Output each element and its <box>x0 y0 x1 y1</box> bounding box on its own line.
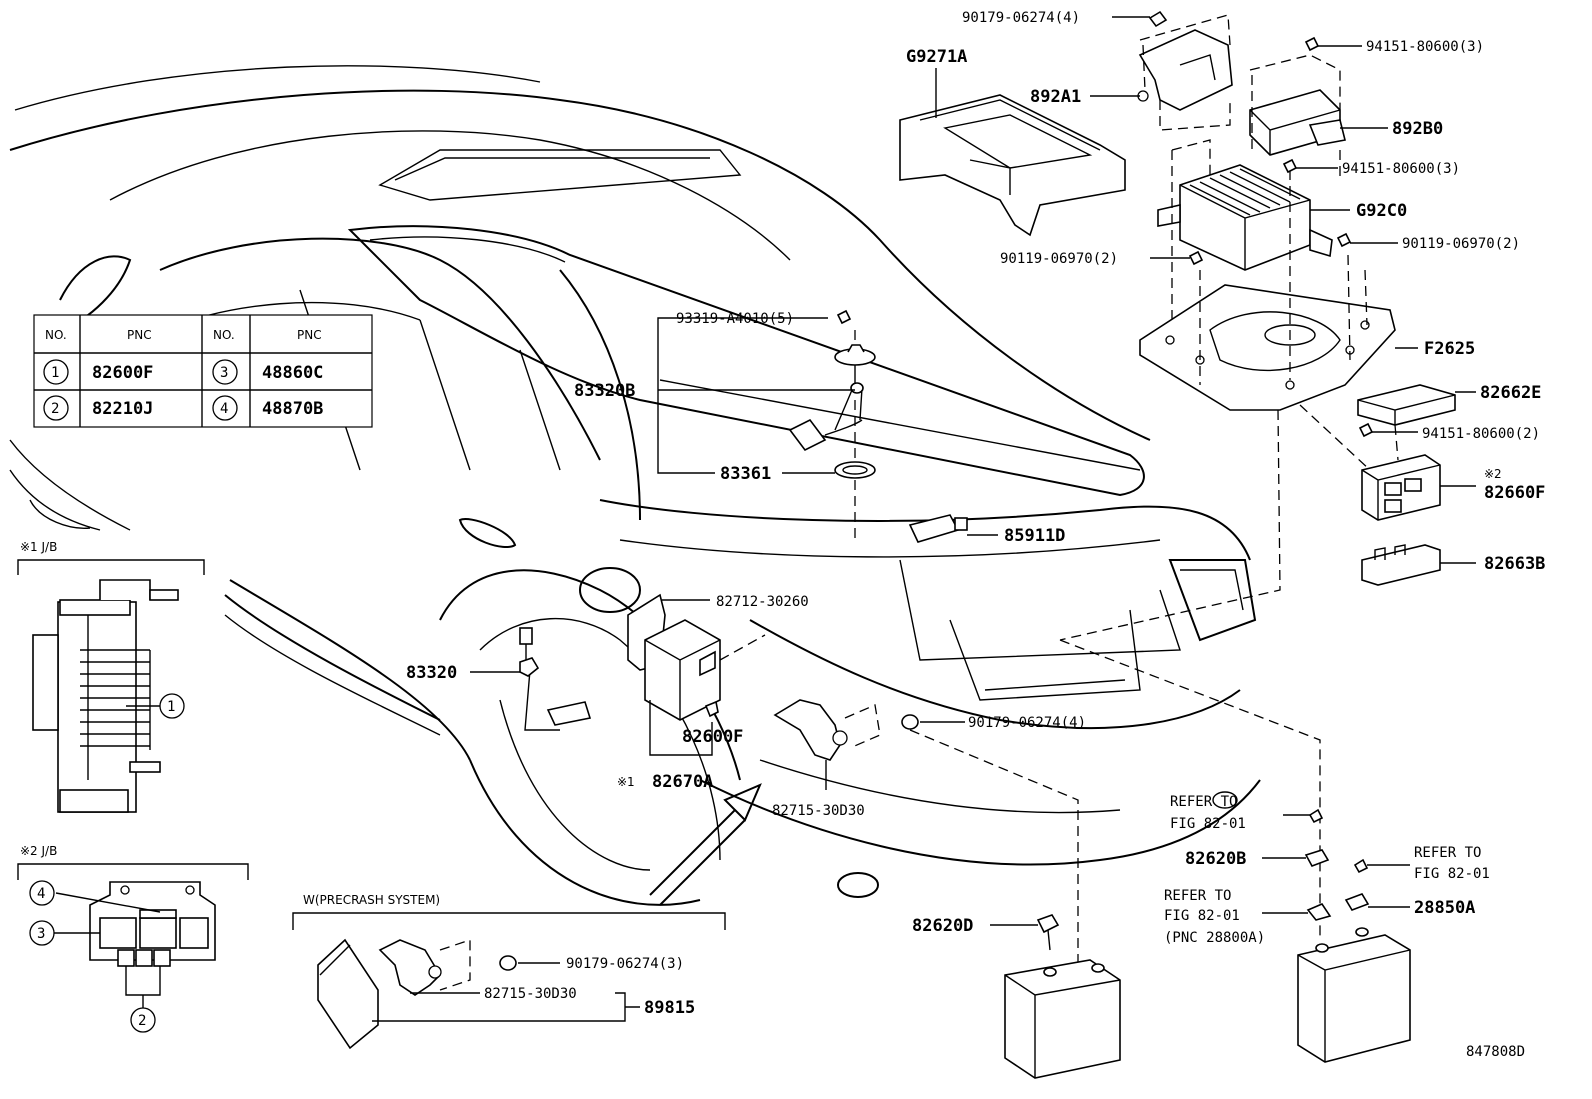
label-refer3-line3: (PNC 28800A) <box>1164 930 1265 946</box>
part-90179-nut-mid <box>901 714 919 730</box>
label-82715-30d30-mid: 82715-30D30 <box>772 803 865 819</box>
label-82715-30d30-bot: 82715-30D30 <box>484 986 577 1002</box>
label-90119-06970-right: 90119-06970(2) <box>1402 236 1520 252</box>
label-83361: 83361 <box>720 464 771 484</box>
label-g92c0: G92C0 <box>1356 201 1407 221</box>
table-row2-no-b: 4 <box>220 401 228 417</box>
jb2-title: ※2 J/B <box>20 844 57 858</box>
jb1-title: ※1 J/B <box>20 540 57 554</box>
label-82662e: 82662E <box>1480 383 1541 403</box>
leader-dashes-right <box>1059 404 1399 641</box>
label-82660f-marker: ※2 <box>1484 467 1502 481</box>
table-header-no-a: NO. <box>45 328 67 342</box>
label-refer3-line2: FIG 82-01 <box>1164 908 1240 924</box>
fasteners <box>836 10 1374 438</box>
label-82663b: 82663B <box>1484 554 1545 574</box>
label-90179-06274-bot: 90179-06274(3) <box>566 956 684 972</box>
part-83361-gasket <box>834 461 876 479</box>
part-28850a-terminal <box>1306 893 1370 921</box>
table-row1-no-a: 1 <box>51 365 59 381</box>
part-labels: 90179-06274(4) G9271A 892A1 94151-80600(… <box>406 10 1545 1060</box>
label-85911d: 85911D <box>1004 526 1065 546</box>
label-83320: 83320 <box>406 663 457 683</box>
label-refer2-line1: REFER TO <box>1414 845 1481 861</box>
part-82670a-ecu <box>627 593 766 721</box>
part-small-nut-refer2 <box>1353 858 1369 874</box>
table-header-pnc-b: PNC <box>297 328 322 342</box>
part-82663b-lower-cover <box>1361 544 1441 586</box>
label-82600f: 82600F <box>682 727 743 747</box>
label-g9271a: G9271A <box>906 47 967 67</box>
leader-dashes-battery <box>909 639 1321 975</box>
label-94151-80600-b: 94151-80600(3) <box>1342 161 1460 177</box>
jb2-callout-3: 3 <box>37 926 45 942</box>
part-g9271a-tray <box>899 94 1126 237</box>
part-82620b-clamp <box>1304 849 1330 867</box>
table-row1-pnc-b: 48860C <box>262 363 323 383</box>
part-f2625-panel <box>1139 170 1396 411</box>
part-83320-sender <box>519 627 592 731</box>
label-82712-30260: 82712-30260 <box>716 594 809 610</box>
pnc-table: NO. PNC NO. PNC 1 82600F 3 48860C 2 8221… <box>33 314 373 428</box>
battery-right <box>1297 927 1411 1063</box>
table-row1-pnc-a: 82600F <box>92 363 153 383</box>
label-90119-06970-left: 90119-06970(2) <box>1000 251 1118 267</box>
car-body-outline <box>9 65 1261 906</box>
table-header-pnc-a: PNC <box>127 328 152 342</box>
part-892a1-bracket <box>1137 14 1233 131</box>
battery-left <box>1004 959 1121 1079</box>
label-refer3-line1: REFER TO <box>1164 888 1231 904</box>
table-row2-no-a: 2 <box>51 401 59 417</box>
label-89815: 89815 <box>644 998 695 1018</box>
label-82620b: 82620B <box>1185 849 1246 869</box>
part-892b0-module <box>1249 54 1346 156</box>
label-refer1-line1: REFER TO <box>1170 794 1237 810</box>
label-892a1: 892A1 <box>1030 87 1081 107</box>
part-small-nut-refer1 <box>1308 808 1324 824</box>
label-892b0: 892B0 <box>1392 119 1443 139</box>
precrash-title: W(PRECRASH SYSTEM) <box>303 893 440 907</box>
label-94151-80600-c: 94151-80600(2) <box>1422 426 1540 442</box>
label-28850a: 28850A <box>1414 898 1475 918</box>
table-row2-pnc-a: 82210J <box>92 399 153 419</box>
table-row1-no-b: 3 <box>220 365 228 381</box>
junction-block-2: ※2 J/B 4 3 2 <box>17 844 249 1033</box>
precrash-system-box: W(PRECRASH SYSTEM) <box>292 893 726 1050</box>
pnc-table-frame <box>33 314 373 428</box>
jb2-callout-4: 4 <box>37 886 45 902</box>
label-82660f: 82660F <box>1484 483 1545 503</box>
label-93319-a4010: 93319-A4010(5) <box>676 311 794 327</box>
part-82600f-relay <box>704 700 719 718</box>
label-refer1-line2: FIG 82-01 <box>1170 816 1246 832</box>
part-82662e-cover <box>1357 384 1456 426</box>
part-g92c0-amplifier <box>1157 139 1341 330</box>
part-82715-bracket-mid <box>773 699 881 761</box>
label-90179-06274-top: 90179-06274(4) <box>962 10 1080 26</box>
table-header-no-b: NO. <box>213 328 235 342</box>
jb1-callout-1: 1 <box>167 699 175 715</box>
label-82670a: 82670A <box>652 772 713 792</box>
label-marker-1: ※1 <box>617 775 635 789</box>
label-94151-80600-a: 94151-80600(3) <box>1366 39 1484 55</box>
part-82620d-clamp <box>1036 914 1060 951</box>
label-refer2-line2: FIG 82-01 <box>1414 866 1490 882</box>
part-82660f-block <box>1361 454 1441 521</box>
label-f2625: F2625 <box>1424 339 1475 359</box>
table-row2-pnc-b: 48870B <box>262 399 323 419</box>
jb2-callout-2: 2 <box>138 1013 146 1029</box>
junction-block-1: ※1 J/B 1 <box>17 540 205 813</box>
leader-lines <box>470 16 1476 926</box>
label-82620d: 82620D <box>912 916 973 936</box>
part-85911d-sensor <box>908 514 968 543</box>
part-83320b-gauge <box>788 330 876 540</box>
label-83320b: 83320B <box>574 381 635 401</box>
label-90179-06274-mid: 90179-06274(4) <box>968 715 1086 731</box>
figure-id: 847808D <box>1466 1044 1525 1060</box>
